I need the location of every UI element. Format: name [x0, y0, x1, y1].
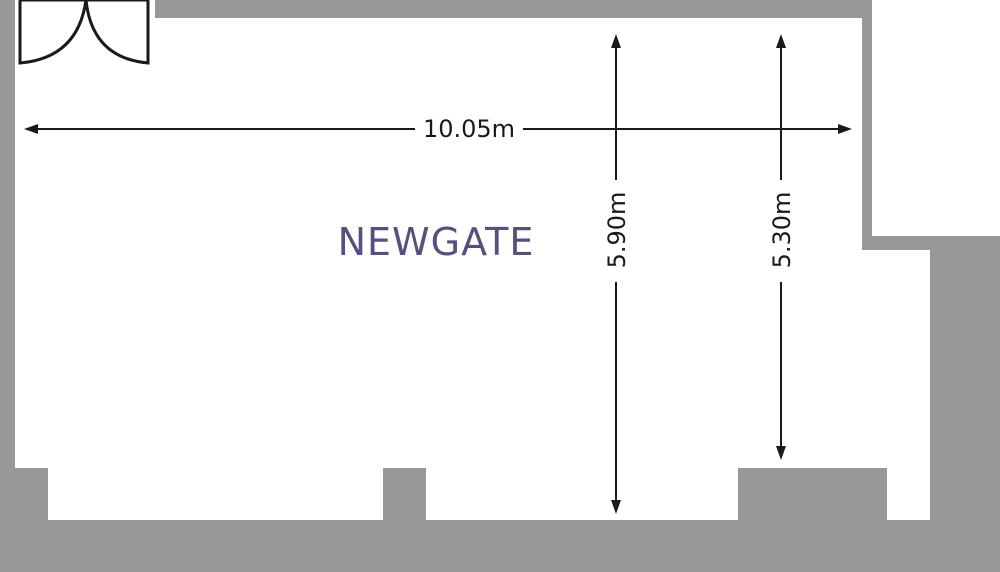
width-label: 10.05m: [423, 115, 515, 143]
arrow-up-icon: [611, 34, 621, 48]
arrow-down-icon: [776, 446, 786, 460]
exterior-top-right: [872, 0, 1000, 236]
width-dimension: 10.05m: [24, 115, 852, 143]
length-right-label: 5.30m: [768, 192, 796, 269]
arrow-right-icon: [838, 124, 852, 134]
arrow-down-icon: [611, 500, 621, 514]
length-left-label: 5.90m: [603, 192, 631, 269]
length-left-dimension: 5.90m: [603, 34, 631, 514]
arrow-up-icon: [776, 34, 786, 48]
room-name: NEWGATE: [338, 220, 535, 264]
arrow-left-icon: [24, 124, 38, 134]
double-door-icon: [18, 0, 150, 65]
length-right-dimension: 5.30m: [768, 34, 796, 460]
